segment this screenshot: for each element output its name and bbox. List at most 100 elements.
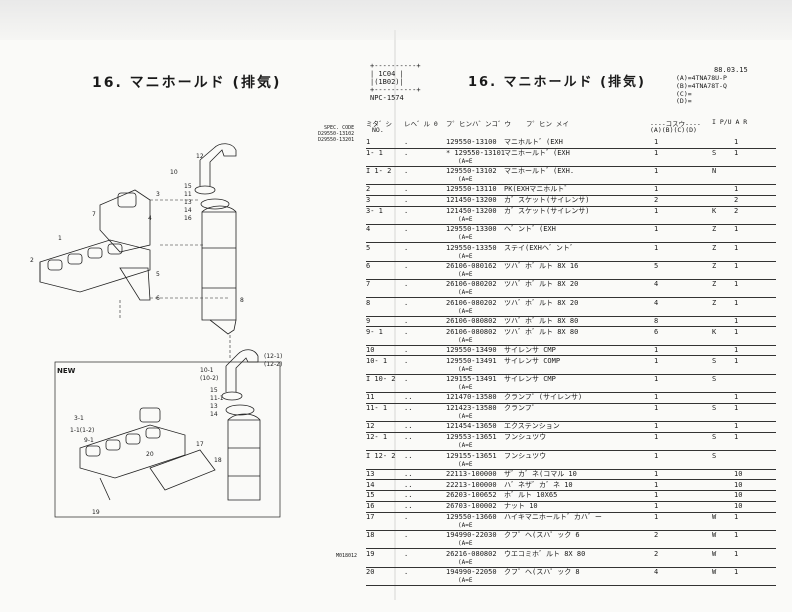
row-no: 12 <box>366 422 375 431</box>
callout-10-2: (10-2) <box>200 375 218 382</box>
row-part-name: サイレンサ CMP <box>504 375 556 383</box>
row-qty-a: 1 <box>654 375 659 383</box>
row-subnote: (A=E <box>458 176 473 184</box>
row-part-name: クランフ゜ <box>504 404 539 413</box>
callout-3-1: 3-1 <box>74 415 84 422</box>
row-subnote: (A=E <box>458 576 473 584</box>
row-part-number: 129550-13660 <box>446 513 497 521</box>
row-separator <box>366 450 776 452</box>
callout-new-15: 15 <box>210 387 218 394</box>
row-separator <box>366 224 776 225</box>
row-pu: 1 <box>734 327 739 336</box>
row-part-number: 121450-13200 <box>446 196 497 205</box>
row-part-name: クフ゜ヘ(スハ゜ック 6 <box>504 531 580 540</box>
row-separator <box>366 260 776 262</box>
row-separator <box>366 242 776 244</box>
row-level: . <box>404 167 409 176</box>
row-part-number: 26106-080202 <box>446 298 497 307</box>
muffler-upper <box>194 143 237 335</box>
callout-6: 6 <box>156 295 160 302</box>
row-qty-a: 1 <box>654 393 659 402</box>
row-no: I 12- 2 <box>366 451 396 460</box>
row-level: . <box>404 298 409 307</box>
row-part-name: マニホルト゛(EXH <box>504 138 563 146</box>
row-no: 7 <box>366 280 371 289</box>
row-part-name: ツハ゛ホ゛ルト 8X 80 <box>504 327 579 336</box>
row-pu: 1 <box>734 422 739 431</box>
row-part-number: 22213-100000 <box>446 480 497 489</box>
row-pu: 1 <box>734 549 739 558</box>
row-level: .. <box>404 422 413 431</box>
new-variant-label: NEW <box>57 367 76 375</box>
row-separator <box>366 278 776 280</box>
row-part-number: 121454-13650 <box>446 422 497 431</box>
row-pu: 1 <box>734 345 739 354</box>
row-no: 18 <box>366 531 375 540</box>
row-part-number: 129550-13300 <box>446 225 497 234</box>
row-no: 4 <box>366 225 371 234</box>
engine-variants: (A)=4TNA78U-P (B)=4TNA78T-Q (C)= (D)= <box>676 74 727 106</box>
row-part-number: 129550-13102 <box>446 167 497 176</box>
row-pu: 1 <box>734 148 739 157</box>
col-header-level: レヘ゛ル 0 <box>404 120 438 128</box>
catalog-id-line-1: +----------+ <box>370 62 421 70</box>
row-qty-a: 4 <box>654 298 659 307</box>
row-part-name: フンシュツウ <box>504 433 547 442</box>
manifold-upper <box>39 189 151 301</box>
row-part-name: マニホールト゛(EXH. <box>504 167 575 176</box>
row-no: 3 <box>366 196 371 205</box>
callout-3: 3 <box>156 191 160 198</box>
row-no: 20 <box>366 567 375 576</box>
row-no: 9- 1 <box>366 327 383 336</box>
callout-10: 10 <box>170 169 178 176</box>
row-interchange: Z <box>712 225 717 234</box>
callout-8: 8 <box>240 297 244 304</box>
row-pu: 1 <box>734 316 739 325</box>
catalog-id-line-5: NPC-1574 <box>370 94 404 102</box>
row-part-number: 121450-13200 <box>446 207 497 215</box>
catalog-date: 88.03.15 <box>714 66 748 74</box>
row-level: . <box>404 549 409 558</box>
row-no: 6 <box>366 261 371 270</box>
col-header-qty-cols: (A)(B)(C)(D) <box>650 126 697 134</box>
row-interchange: S <box>712 404 717 413</box>
row-interchange: S <box>712 433 717 442</box>
row-pu: 1 <box>734 513 739 521</box>
row-part-name: ツハ゛ホ゛ルト 8X 16 <box>504 261 579 270</box>
row-part-number: 194990-22050 <box>446 567 497 576</box>
row-interchange: K <box>712 207 717 215</box>
row-separator <box>366 392 776 393</box>
row-part-name: ホ゛ルト 10X65 <box>504 491 558 500</box>
catalog-id-box: +----------+ | 1C04 | |(1B02)| +--------… <box>370 62 421 102</box>
row-pu: 1 <box>734 243 739 252</box>
row-qty-a: 6 <box>654 327 659 336</box>
row-qty-a: 4 <box>654 567 659 576</box>
row-separator <box>366 566 776 568</box>
col-header-qty: ----コスウ---- <box>650 120 701 128</box>
row-part-name: マニホールト゛(EXH <box>504 148 570 157</box>
variant-d: (D)= <box>676 97 692 106</box>
row-part-name: ヘ゛ント゛(EXH <box>504 225 556 234</box>
spec-code-label: SPEC. CODE <box>324 125 355 131</box>
callout-12: 12 <box>196 153 204 160</box>
row-pu: 1 <box>734 393 739 402</box>
row-interchange: W <box>712 567 717 576</box>
callout-4: 4 <box>148 215 152 222</box>
callout-1: 1 <box>58 235 62 242</box>
row-pu: 1 <box>734 567 739 576</box>
row-part-name: PK(EXHマニホルト゛ <box>504 185 572 194</box>
row-part-number: 26106-080162 <box>446 261 497 270</box>
row-no: 19 <box>366 549 375 558</box>
variant-a: (A)=4TNA78U-P <box>676 74 727 82</box>
